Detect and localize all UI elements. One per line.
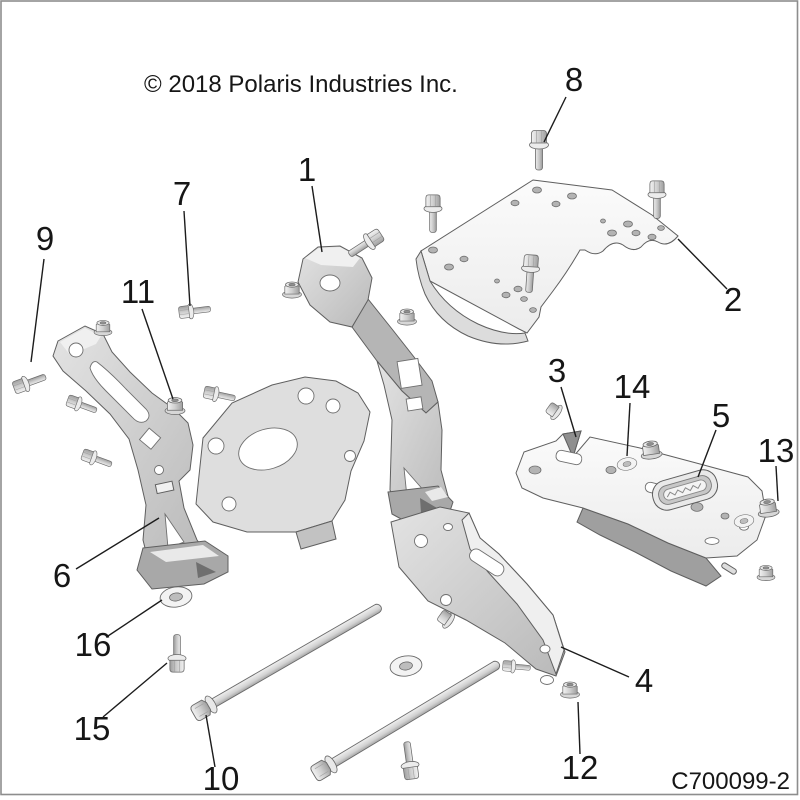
callout-13: 13 xyxy=(758,432,795,469)
callout-2: 2 xyxy=(724,281,742,318)
leader-lines xyxy=(30,96,779,768)
flange-bolt-lower-center xyxy=(397,740,422,781)
part-1-center-bracket xyxy=(195,245,454,550)
callout-14: 14 xyxy=(614,368,651,405)
leader-1 xyxy=(311,185,323,253)
leader-5 xyxy=(697,429,717,478)
flange-bolt-9 xyxy=(10,368,49,397)
leader-13 xyxy=(775,465,779,502)
leader-10 xyxy=(205,714,216,768)
callout-11: 11 xyxy=(121,273,155,310)
callout-6: 6 xyxy=(53,557,71,594)
copyright-text: © 2018 Polaris Industries Inc. xyxy=(144,71,458,98)
callout-7: 7 xyxy=(173,175,191,212)
plate-holes xyxy=(428,186,665,313)
lock-nut-11 xyxy=(164,397,186,415)
part-6-left-bracket xyxy=(52,325,229,590)
washer-16 xyxy=(158,584,194,610)
callout-16: 16 xyxy=(75,626,112,663)
flange-nut-14 xyxy=(638,439,664,461)
leader-3 xyxy=(560,386,577,438)
flange-bolt-left-lower xyxy=(79,446,115,472)
lock-nut-center-left xyxy=(282,281,302,299)
flange-bolt-center xyxy=(202,383,237,407)
leader-8 xyxy=(543,96,567,143)
leader-15 xyxy=(102,662,168,718)
part-4-lower-bracket xyxy=(390,506,566,685)
callout-12: 12 xyxy=(562,749,599,786)
callout-8: 8 xyxy=(565,61,583,98)
callout-15: 15 xyxy=(74,710,111,747)
callout-10: 10 xyxy=(203,760,240,797)
leader-6 xyxy=(75,517,160,570)
flange-bolt-plate-right xyxy=(647,180,667,219)
leader-9 xyxy=(30,258,45,363)
callout-4: 4 xyxy=(635,662,653,699)
leader-16 xyxy=(107,599,163,637)
lock-nut-above-left-bracket xyxy=(93,320,113,336)
flange-bolt-7 xyxy=(177,301,212,321)
callout-3: 3 xyxy=(548,352,566,389)
washer-center xyxy=(388,653,424,679)
flange-nut-12 xyxy=(560,681,580,699)
flange-bolt-plate-left xyxy=(423,194,443,233)
leader-12 xyxy=(577,701,581,755)
stud-on-bracket xyxy=(721,562,737,575)
leader-14 xyxy=(626,402,631,457)
callout-9: 9 xyxy=(36,220,54,257)
callout-5: 5 xyxy=(712,397,730,434)
part-5-slotted-plate xyxy=(651,469,719,511)
leader-11 xyxy=(141,308,174,400)
embedded-bolt-head-upper xyxy=(543,399,565,422)
lock-nut-below-bracket-3 xyxy=(756,565,776,581)
long-bolt-10-upper xyxy=(188,597,387,724)
leader-4 xyxy=(560,646,630,678)
leader-2 xyxy=(677,238,728,290)
leader-7 xyxy=(183,210,191,307)
flange-bolt-8 xyxy=(529,130,549,171)
part-3-right-bracket xyxy=(515,430,767,587)
flange-bolt-15 xyxy=(167,634,187,673)
drawing-number: C700099-2 xyxy=(671,768,790,795)
lock-nut-under-plate xyxy=(397,308,417,326)
callout-1: 1 xyxy=(298,151,316,188)
part-2-mount-plate xyxy=(415,179,679,345)
plate-flange-edge xyxy=(415,249,529,345)
callouts: 1 2 3 4 5 6 7 8 9 10 11 12 13 14 15 16 xyxy=(36,61,795,797)
